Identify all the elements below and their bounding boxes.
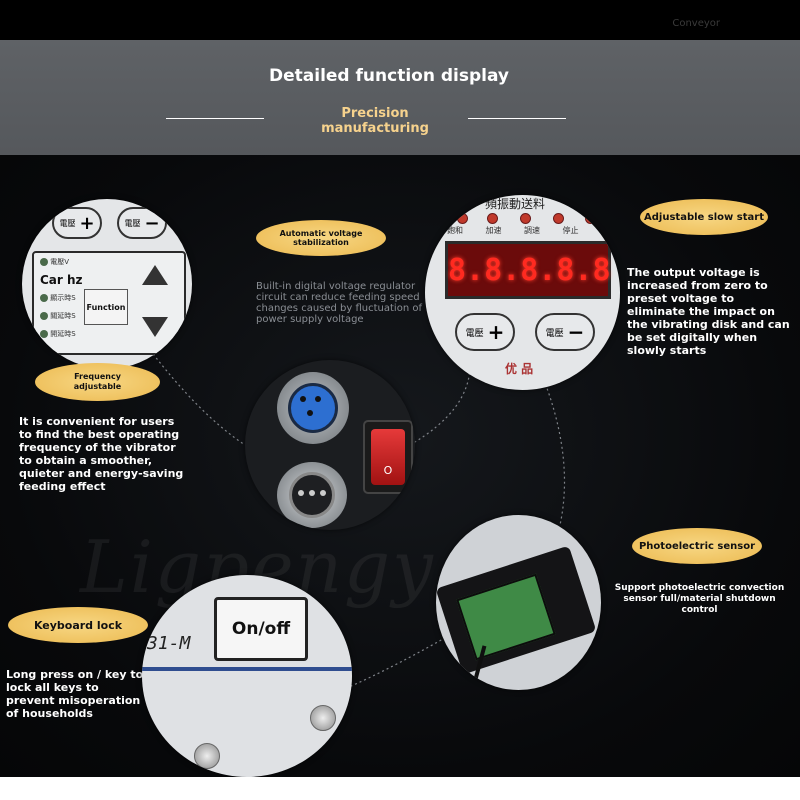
blue-socket-core [288,383,338,433]
keyboard-lock-desc: Long press on / key to lock all keys to … [6,668,144,720]
onoff-button[interactable]: On/off [214,597,308,661]
model-number: 31-M [147,633,191,654]
photo-sensor-pill: Photoelectric sensor [632,528,762,564]
page-subtitle: Precision manufacturing [300,106,450,136]
plug-pin-icon [298,490,304,496]
indicator-led [520,213,531,224]
slow-start-pill-label: Adjustable slow start [644,211,764,223]
led-row-4-label: 開延時S [50,330,76,338]
control-panel-circle: 電壓 + 電壓 − 電壓V Car hz 顯示時S 關延時S [22,199,192,369]
panel-edge [142,667,352,671]
indicator-led [553,213,564,224]
power-switch-rocker: O [371,429,405,485]
slow-start-pill: Adjustable slow start [640,199,768,235]
indicator-label-4: 停止 [562,226,579,235]
display-plus-button[interactable]: 電壓 + [455,313,515,351]
plus-glyph: + [79,212,95,234]
slow-start-desc: The output voltage is increased from zer… [627,266,790,357]
subtitle-line-1: Precision [341,106,409,121]
onoff-button-circle: 31-M On/off [142,575,352,777]
plus-button-char: 電壓 [59,218,76,228]
top-tag: Conveyor [672,18,720,29]
frequency-desc: It is convenient for users to find the b… [19,415,184,493]
indicator-label-5: 鎖定 [601,226,617,235]
power-switch[interactable]: O [363,420,413,494]
subtitle-line-2: manufacturing [321,121,429,136]
keyboard-lock-pill: Keyboard lock [8,607,148,643]
frequency-pill-label: Frequency adjustable [73,372,122,391]
page-title: Detailed function display [269,66,509,86]
bottom-strip [0,777,800,800]
top-bar: Conveyor [0,0,800,40]
indicator-led [457,213,468,224]
auto-voltage-pill: Automatic voltage stabilization [256,220,386,256]
led-row-3-label: 關延時S [50,312,76,320]
led-green-icon [40,294,48,302]
display-plus-char: 電壓 [465,328,484,339]
socket-pin-icon [300,396,306,402]
down-arrow-icon[interactable] [142,317,168,337]
led-row-2: 顯示時S [40,293,76,303]
seven-segment-display: 8.8.8.8.8 [445,241,611,299]
display-minus-char: 電壓 [545,328,564,339]
blue-socket-icon [277,372,349,444]
plug-pin-icon [320,490,326,496]
led-row-1: 電壓V [40,257,69,267]
header-rule-left [166,118,264,119]
led-row-1-label: 電壓V [50,258,70,266]
auto-voltage-desc: Built-in digital voltage regulator circu… [256,281,422,325]
quality-label: 优 品 [505,362,534,376]
led-row-2-label: 顯示時S [50,294,76,302]
keyboard-lock-pill-label: Keyboard lock [33,618,123,632]
onoff-label: On/off [231,619,291,639]
led-green-icon [40,330,48,338]
display-plus-glyph: + [487,320,505,344]
indicator-led [585,213,596,224]
car-hz-label: Car hz [40,273,83,287]
switch-symbol: O [383,464,393,477]
plug-pin-icon [309,490,315,496]
minus-button-char: 電壓 [124,218,141,228]
led-row-4: 開延時S [40,329,76,339]
display-minus-glyph: − [567,320,585,344]
indicator-label-3: 調速 [524,226,540,235]
function-label: Function [86,302,126,312]
feature-panel: Ligpengy 電壓 + 電壓 − 電壓V Car hz [0,155,800,777]
frequency-pill: Frequency adjustable [35,363,160,401]
up-arrow-icon[interactable] [142,265,168,285]
indicator-led [487,213,498,224]
photo-sensor-pill-label: Photoelectric sensor [638,540,756,552]
screw-icon [194,743,220,769]
auto-voltage-pill-label: Automatic voltage stabilization [279,229,363,247]
socket-pin-icon [315,396,321,402]
led-row-3: 關延時S [40,311,76,321]
display-minus-button[interactable]: 電壓 − [535,313,595,351]
voltage-plus-button[interactable]: 電壓 + [52,207,102,239]
metal-plug-core [289,472,335,518]
indicator-label-1: 飽和 [447,226,463,235]
led-green-icon [40,258,48,266]
led-green-icon [40,312,48,320]
page-header: Detailed function display Precision manu… [0,40,800,155]
header-rule-right [468,118,566,119]
metal-plug-icon [277,462,347,528]
screw-icon [310,705,336,731]
function-button[interactable]: Function [84,289,128,325]
indicator-labels: 飽和 加速 調速 停止 鎖定 [447,225,617,236]
connector-circle: O [245,360,415,530]
display-top-text: 頻振動送料 [485,197,546,211]
photo-sensor-circle [436,515,601,690]
digital-display-circle: 頻振動送料 飽和 加速 調速 停止 鎖定 8.8.8.8.8 電壓 + 電壓 [425,195,620,390]
indicator-label-2: 加速 [485,226,502,235]
minus-glyph: − [144,212,160,234]
display-readout: 8.8.8.8.8 [448,252,611,288]
photo-sensor-desc: Support photoelectric convection sensor … [614,583,785,615]
voltage-minus-button[interactable]: 電壓 − [117,207,167,239]
socket-pin-icon [307,410,313,416]
